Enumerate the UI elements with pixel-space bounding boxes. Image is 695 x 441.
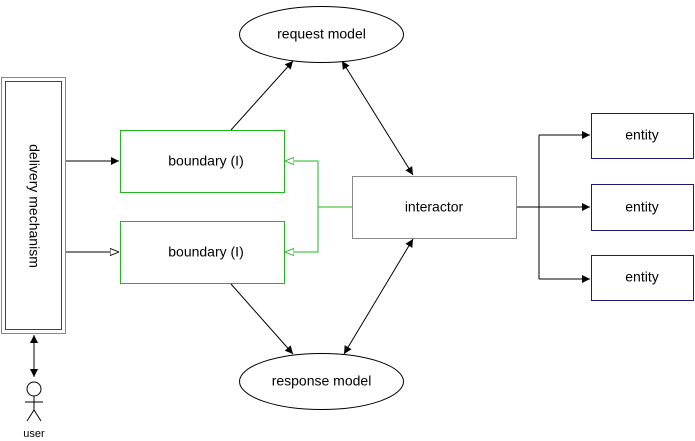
response-model-interactor-edge — [343, 238, 414, 355]
boundary-bottom-node: boundary (I) — [120, 221, 285, 284]
interactor-label: interactor — [405, 199, 464, 215]
request-model-node: request model — [239, 6, 404, 63]
request-model-label: request model — [277, 26, 366, 42]
user-label: user — [23, 428, 45, 440]
entity-3-label: entity — [625, 269, 658, 285]
entity-1-label: entity — [625, 127, 658, 143]
response-model-label: response model — [272, 373, 372, 389]
boundary-to-response-model-edge — [230, 283, 294, 355]
request-model-interactor-edge — [341, 60, 414, 176]
delivery-mechanism-node: delivery mechanism — [1, 77, 66, 334]
stick-figure-icon — [25, 381, 43, 422]
interactor-node: interactor — [352, 176, 517, 239]
entity-2-node: entity — [591, 184, 694, 231]
entity-3-node: entity — [591, 255, 694, 301]
interactor-to-boundaries-edges — [285, 161, 352, 252]
boundary-top-label: boundary (I) — [168, 153, 243, 169]
boundary-to-request-model-edge — [230, 60, 294, 131]
entity-1-node: entity — [591, 113, 694, 159]
boundary-bottom-label: boundary (I) — [168, 244, 243, 260]
boundary-top-node: boundary (I) — [120, 130, 285, 193]
delivery-mechanism-label: delivery mechanism — [26, 144, 42, 268]
response-model-node: response model — [239, 353, 404, 410]
entity-2-label: entity — [625, 199, 658, 215]
interactor-to-entities-edges — [517, 131, 590, 283]
